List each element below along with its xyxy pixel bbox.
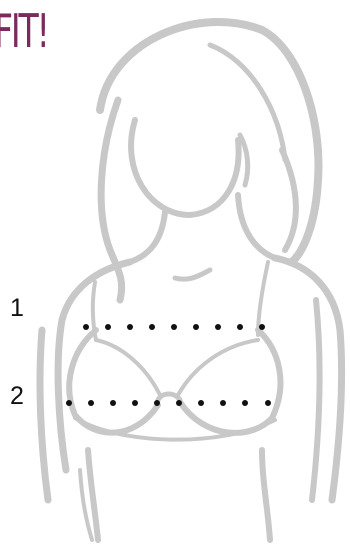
- right-cup: [180, 330, 280, 433]
- right-arm-inner: [312, 300, 319, 500]
- measure-dot: [265, 400, 271, 406]
- measure-dot: [149, 324, 155, 330]
- right-shoulder: [275, 258, 342, 500]
- measure-dot: [242, 400, 248, 406]
- underband: [75, 418, 275, 440]
- left-cup-top: [96, 340, 160, 395]
- measure-dot: [88, 400, 94, 406]
- face-outline: [131, 120, 239, 215]
- hair-inner-strand: [210, 45, 285, 160]
- measure-dot: [127, 324, 133, 330]
- neck-left: [130, 212, 165, 262]
- measurement-label-1: 1: [10, 296, 24, 321]
- right-cup-top: [178, 340, 258, 395]
- measure-dot: [176, 400, 182, 406]
- measure-dot: [110, 400, 116, 406]
- measure-dot: [198, 400, 204, 406]
- measure-dot: [193, 324, 199, 330]
- hair-right-strand: [282, 150, 296, 250]
- bra-center: [158, 394, 180, 400]
- neck-right: [238, 195, 275, 258]
- torso-right: [262, 450, 270, 540]
- left-arm-inner: [40, 330, 48, 500]
- measure-dot: [83, 324, 89, 330]
- measure-dot: [132, 400, 138, 406]
- collarbone: [175, 270, 210, 279]
- measure-dot: [220, 400, 226, 406]
- measure-dot: [215, 324, 221, 330]
- measurement-label-2: 2: [10, 384, 24, 409]
- measure-dot: [237, 324, 243, 330]
- measure-dot: [105, 324, 111, 330]
- measure-dot: [154, 400, 160, 406]
- measure-dot: [259, 324, 265, 330]
- measure-dot: [171, 324, 177, 330]
- measure-dot: [66, 400, 72, 406]
- right-strap: [258, 262, 268, 335]
